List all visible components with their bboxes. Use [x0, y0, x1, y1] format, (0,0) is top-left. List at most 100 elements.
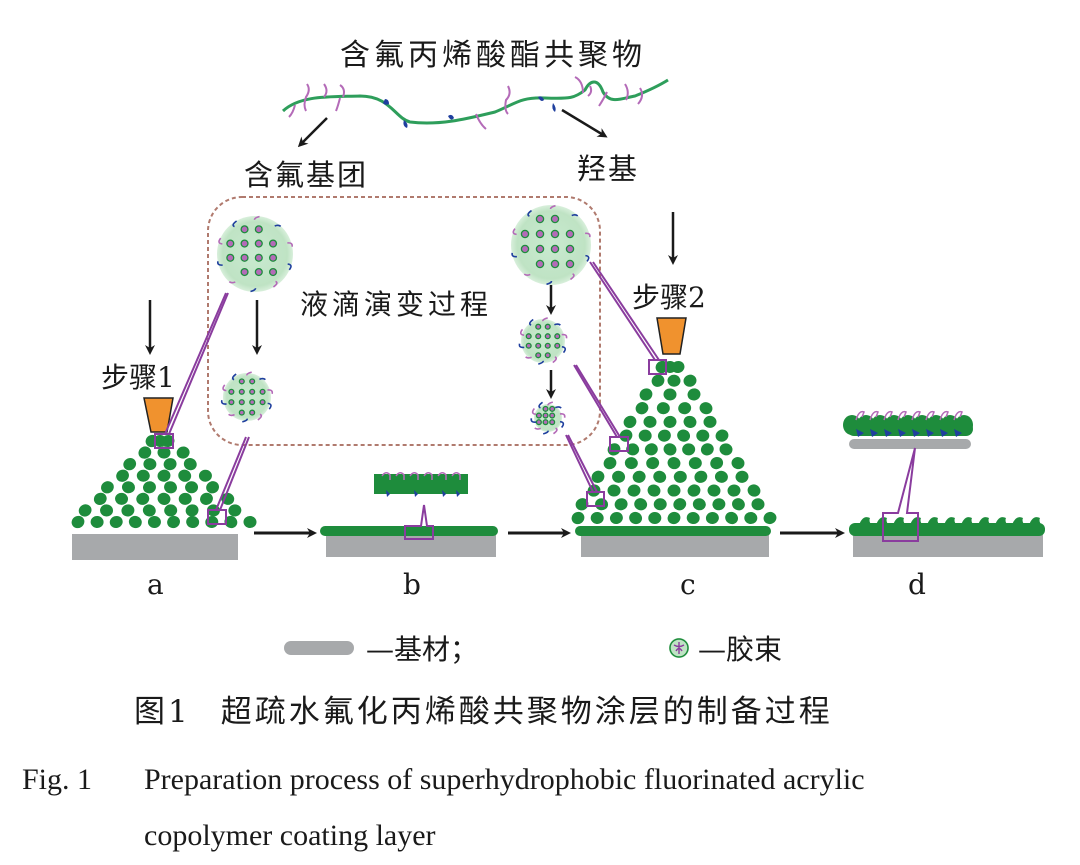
spray-particle: [703, 415, 717, 428]
spray-particle: [228, 504, 242, 517]
micelle-core: [268, 253, 278, 262]
micelle-core: [549, 419, 556, 426]
surface-chain: [253, 215, 260, 220]
fluorine-chain: [911, 410, 921, 421]
spray-particle: [635, 402, 649, 415]
spray-particle: [136, 469, 150, 482]
spray-particle: [671, 360, 685, 374]
spray-particle: [644, 443, 658, 456]
micelle-core: [520, 229, 530, 239]
spray-particle: [643, 415, 657, 428]
spray-particle: [590, 511, 604, 525]
spray-particle: [619, 429, 633, 442]
micelle-core: [549, 412, 556, 419]
surface-chain: [531, 407, 537, 416]
stage-label-a: a: [147, 568, 164, 601]
micelle-core: [535, 342, 542, 349]
surface-chain: [542, 430, 549, 435]
spray-particle: [614, 498, 628, 511]
spray-particle: [607, 484, 621, 497]
spray-particle: [719, 443, 733, 456]
spray-particle: [663, 443, 677, 456]
coating-bump: [926, 517, 942, 528]
coating-bump: [977, 517, 993, 528]
surface-chain: [523, 273, 531, 276]
surface-chain: [232, 220, 238, 228]
spray-particle: [725, 511, 739, 525]
surface-chain: [552, 356, 558, 364]
legend-micelle-label: —胶束: [698, 633, 783, 666]
fluorine-chain: [381, 472, 391, 480]
spray-particle: [183, 458, 197, 471]
fluorine-chain: [451, 472, 461, 480]
surface-chain: [538, 360, 545, 365]
micelle-core: [249, 399, 256, 406]
spray-particle: [121, 481, 135, 494]
surface-chain: [518, 343, 525, 349]
micelle-core: [238, 378, 245, 385]
hydroxyl-group: [884, 429, 892, 437]
caption-en-line1: Preparation process of superhydrophobic …: [144, 763, 865, 796]
surface-chain: [228, 413, 235, 417]
spray-particle: [714, 470, 728, 483]
micelle-core: [249, 409, 256, 416]
spray-particle: [138, 446, 152, 459]
micelle-core: [542, 412, 549, 419]
spray-particle: [653, 470, 667, 483]
spray-particle: [744, 511, 758, 525]
substrate-b: [326, 533, 496, 557]
micelle-core: [268, 239, 278, 248]
fluorine-chain: [855, 410, 865, 421]
stage-label-d: d: [908, 568, 926, 601]
spray-particle: [732, 498, 745, 511]
micelle-core: [550, 229, 560, 239]
spray-particle: [667, 374, 681, 387]
surface-chain: [554, 323, 561, 326]
spray-particle: [651, 374, 665, 387]
fluorine-chain: [409, 472, 419, 480]
spray-particle: [682, 443, 696, 456]
surface-chain: [228, 281, 236, 284]
spray-particle: [694, 470, 708, 483]
surface-chain: [512, 228, 517, 236]
fluorine-chain: [395, 472, 405, 480]
hydroxyl-group: [954, 429, 962, 437]
spray-particle: [176, 446, 190, 459]
polymer-chain: [281, 76, 669, 130]
spray-particle: [109, 515, 123, 529]
spray-particle: [667, 484, 681, 497]
coating-bump: [943, 517, 959, 528]
surface-chain: [554, 406, 562, 409]
micelle-core: [535, 259, 545, 269]
coating-bump: [892, 517, 908, 528]
surface-chain: [561, 333, 568, 339]
hydroxyl-group: [456, 490, 460, 497]
surface-chain: [552, 427, 558, 435]
spray-particle: [638, 429, 652, 442]
spray-particle: [686, 511, 700, 525]
micelle-core: [542, 405, 549, 412]
micelle-core: [565, 259, 575, 269]
micelle-core: [549, 405, 556, 412]
surface-chain: [527, 209, 533, 217]
micelle-core: [254, 239, 263, 248]
spray-particle: [735, 470, 749, 483]
spray-particle: [185, 481, 199, 494]
spray-particle: [157, 469, 171, 482]
spray-particle: [571, 511, 585, 525]
droplet-evolution-box: [207, 196, 601, 446]
spray-particle: [657, 429, 671, 442]
surface-chain: [245, 371, 252, 376]
spray-particle: [653, 498, 667, 511]
spray-particle: [178, 492, 192, 505]
hydroxyl-group: [442, 490, 446, 497]
spray-particle: [612, 470, 626, 483]
spray-particle: [677, 429, 691, 442]
hydroxyl-group: [856, 429, 864, 437]
spray-particle: [607, 443, 621, 456]
surface-chain: [274, 224, 282, 227]
micelle-core: [228, 399, 235, 406]
caption-cn-number: 图1: [134, 694, 191, 730]
surface-chain: [287, 242, 294, 247]
